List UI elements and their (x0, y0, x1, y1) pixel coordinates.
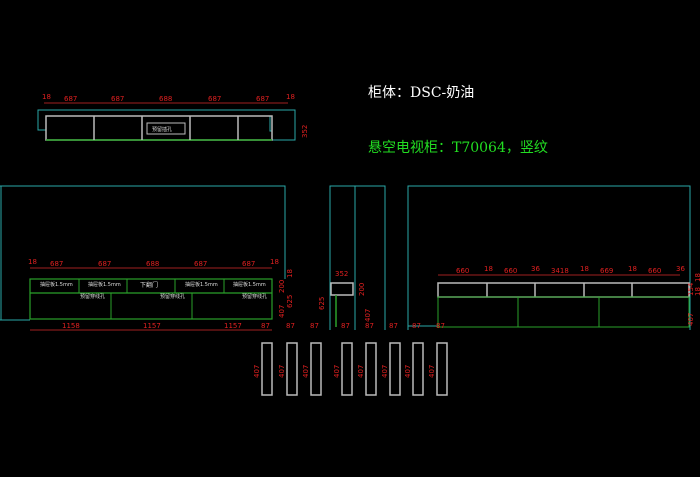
panel-part (365, 342, 377, 396)
dim: 18 (286, 269, 294, 278)
panel-part (412, 342, 424, 396)
panel-part (341, 342, 353, 396)
part-width-dim: 87 (365, 322, 374, 330)
part-width-dim: 87 (310, 322, 319, 330)
dim: 36 (531, 265, 540, 273)
door-note: 预留穿线孔 (242, 293, 267, 300)
front-view: 抽屉板1.5mm 抽屉板1.5mm 下翻门 抽屉板1.5mm 抽屉板1.5mm … (0, 185, 294, 331)
dim: 407 (687, 313, 695, 326)
dim: 18 (694, 273, 700, 282)
plan-center-label: 预留插孔 (152, 126, 172, 133)
dim: 18 (628, 265, 637, 273)
dim: 687 (64, 95, 77, 103)
dim: 18 (694, 287, 700, 296)
part-width-dim: 87 (412, 322, 421, 330)
drawer-label: 下翻门 (140, 281, 158, 289)
dim: 1158 (62, 322, 80, 330)
dim: 688 (146, 260, 159, 268)
dim: 669 (600, 267, 613, 275)
plan-view: 预留插孔 18 687 687 688 687 687 18 352 (37, 93, 309, 141)
dim: 18 (286, 93, 295, 101)
dim: 3418 (551, 267, 569, 275)
dim: 352 (301, 125, 309, 138)
dim: 1157 (224, 322, 242, 330)
panel-parts: 87 407 87 407 87 407 87 407 87 407 87 407 87 407 87 407 (253, 322, 448, 396)
part-height-dim: 407 (278, 365, 286, 378)
door-note: 预留穿线孔 (80, 293, 105, 300)
panel-part (286, 342, 298, 396)
dim: 687 (208, 95, 221, 103)
part-height-dim: 407 (333, 365, 341, 378)
dim: 687 (98, 260, 111, 268)
part-height-dim: 407 (404, 365, 412, 378)
dim: 352 (335, 270, 348, 278)
panel-part (389, 342, 401, 396)
side-view: 352 200 407 625 (318, 185, 386, 330)
dim: 687 (111, 95, 124, 103)
dim: 200 (278, 280, 286, 293)
dim: 407 (278, 305, 286, 318)
dim: 625 (318, 297, 326, 310)
drawer-note: 抽屉板1.5mm (185, 281, 218, 288)
part-width-dim: 87 (261, 322, 270, 330)
part-height-dim: 407 (428, 365, 436, 378)
part-width-dim: 87 (286, 322, 295, 330)
panel-part (261, 342, 273, 396)
dim: 687 (242, 260, 255, 268)
dim: 660 (456, 267, 469, 275)
dim: 1157 (143, 322, 161, 330)
dim: 18 (580, 265, 589, 273)
dim: 18 (42, 93, 51, 101)
part-width-dim: 87 (436, 322, 445, 330)
dim: 687 (256, 95, 269, 103)
drawer-note: 抽屉板1.5mm (233, 281, 266, 288)
drawer-note: 抽屉板1.5mm (40, 281, 73, 288)
dim: 687 (50, 260, 63, 268)
dim: 687 (194, 260, 207, 268)
part-height-dim: 407 (253, 365, 261, 378)
dim: 18 (270, 258, 279, 266)
tv-cabinet-label: 悬空电视柜：T70064，竖纹 (368, 140, 548, 156)
part-width-dim: 87 (389, 322, 398, 330)
dim: 407 (364, 309, 372, 322)
dim: 660 (648, 267, 661, 275)
dim: 625 (286, 295, 294, 308)
part-width-dim: 87 (341, 322, 350, 330)
dim: 688 (159, 95, 172, 103)
part-height-dim: 407 (302, 365, 310, 378)
dim: 154 (687, 282, 695, 296)
door-note: 预留穿线孔 (160, 293, 185, 300)
part-height-dim: 407 (357, 365, 365, 378)
part-height-dim: 407 (381, 365, 389, 378)
dim: 18 (28, 258, 37, 266)
drawer-note: 抽屉板1.5mm (88, 281, 121, 288)
dim: 660 (504, 267, 517, 275)
dim: 18 (484, 265, 493, 273)
dim: 200 (358, 283, 366, 296)
cabinet-body-label: 柜体：DSC-奶油 (368, 85, 475, 101)
panel-part (310, 342, 322, 396)
right-elevation: 660 18 660 36 3418 18 669 18 660 36 18 1… (407, 185, 700, 330)
dim: 36 (676, 265, 685, 273)
panel-part (436, 342, 448, 396)
